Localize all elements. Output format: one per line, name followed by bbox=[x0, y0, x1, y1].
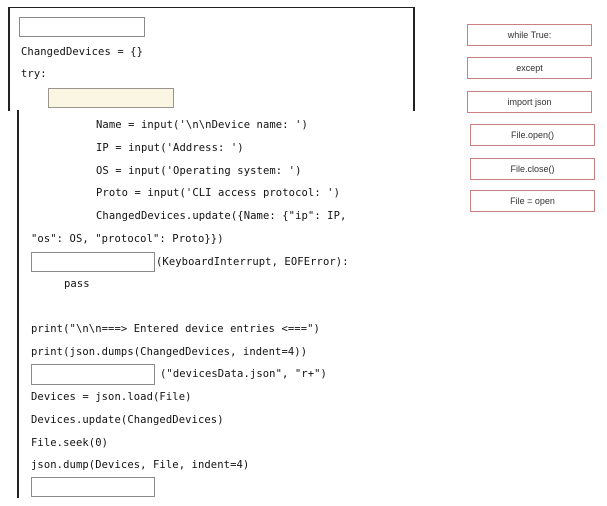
panel-border-right-top bbox=[413, 7, 415, 111]
drop-slot-5[interactable] bbox=[31, 477, 155, 497]
code-line-except-tail: (KeyboardInterrupt, EOFError): bbox=[156, 256, 349, 268]
code-line-ip: IP = input('Address: ') bbox=[96, 142, 244, 154]
code-line-seek: File.seek(0) bbox=[31, 437, 109, 449]
code-line-dump: json.dump(Devices, File, indent=4) bbox=[31, 459, 250, 471]
code-line-open-tail: ("devicesData.json", "r+") bbox=[160, 368, 327, 380]
panel-border-top bbox=[8, 7, 414, 8]
code-line-print-dumps: print(json.dumps(ChangedDevices, indent=… bbox=[31, 346, 308, 358]
drop-slot-3[interactable] bbox=[31, 252, 155, 272]
drop-slot-1[interactable] bbox=[19, 17, 145, 37]
panel-border-left-bottom bbox=[17, 110, 19, 498]
code-line-print-entries: print("\n\n===> Entered device entries <… bbox=[31, 323, 320, 335]
option-file-close[interactable]: File.close() bbox=[470, 158, 595, 180]
option-while-true[interactable]: while True: bbox=[467, 24, 592, 46]
option-import-json[interactable]: import json bbox=[467, 91, 592, 113]
code-line-changed-devices: ChangedDevices = {} bbox=[21, 46, 144, 58]
code-line-pass: pass bbox=[64, 278, 90, 290]
code-line-name: Name = input('\n\nDevice name: ') bbox=[96, 119, 308, 131]
code-line-update-cont: "os": OS, "protocol": Proto}}) bbox=[31, 233, 224, 245]
panel-border-left-top bbox=[8, 7, 10, 111]
code-line-os: OS = input('Operating system: ') bbox=[96, 165, 302, 177]
option-except[interactable]: except bbox=[467, 57, 592, 79]
option-file-open-method[interactable]: File.open() bbox=[470, 124, 595, 146]
code-line-dev-update: Devices.update(ChangedDevices) bbox=[31, 414, 224, 426]
drop-slot-2[interactable] bbox=[48, 88, 174, 108]
code-line-load: Devices = json.load(File) bbox=[31, 391, 192, 403]
code-line-proto: Proto = input('CLI access protocol: ') bbox=[96, 187, 341, 199]
drop-slot-4[interactable] bbox=[31, 364, 155, 385]
code-line-try: try: bbox=[21, 68, 47, 80]
code-line-update: ChangedDevices.update({Name: {"ip": IP, bbox=[96, 210, 347, 222]
option-file-equals-open[interactable]: File = open bbox=[470, 190, 595, 212]
